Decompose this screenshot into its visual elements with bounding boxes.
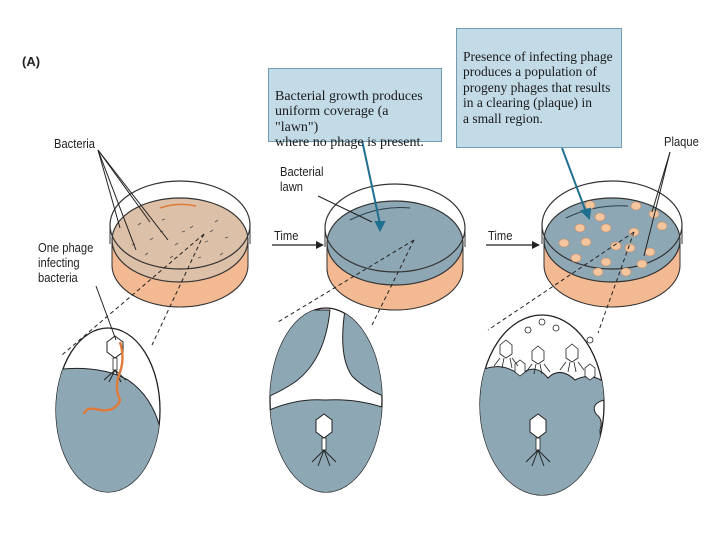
time-arrow-2 (486, 241, 540, 249)
bacteria-specks (131, 218, 229, 259)
label-plaque: Plaque (664, 134, 699, 149)
callout-pointers (361, 139, 592, 233)
zoom-lines (61, 231, 635, 356)
phage-icon (525, 413, 551, 467)
callout-plaque-text: Presence of infecting phage produces a p… (463, 48, 613, 126)
callout-lawn-text: Bacterial growth produces uniform covera… (275, 88, 424, 151)
petri-dish-bacteria (109, 180, 251, 308)
zoom-view-infection (55, 327, 161, 493)
plaque-spots (558, 200, 668, 277)
zoom-view-lawn (269, 307, 383, 493)
panel-letter: (A) (22, 54, 41, 69)
phage-icon (311, 413, 337, 467)
petri-dish-lawn (324, 183, 466, 311)
petri-dish-plaques (541, 180, 683, 308)
label-time-1: Time (274, 228, 299, 243)
label-one-phage: One phage infecting bacteria (38, 240, 94, 285)
phage-dna-strand (82, 341, 124, 415)
callout-plaque: Presence of infecting phage produces a p… (456, 28, 622, 148)
callout-lawn: Bacterial growth produces uniform covera… (268, 68, 442, 150)
time-arrow-1 (272, 241, 324, 249)
progeny-phages (499, 318, 596, 381)
zoom-view-plaque (479, 314, 605, 496)
label-bacteria: Bacteria (54, 136, 96, 151)
phage-icon (103, 335, 127, 383)
label-time-2: Time (488, 228, 513, 243)
label-bacterial-lawn: Bacterial lawn (280, 164, 324, 194)
leader-lines (95, 149, 671, 341)
